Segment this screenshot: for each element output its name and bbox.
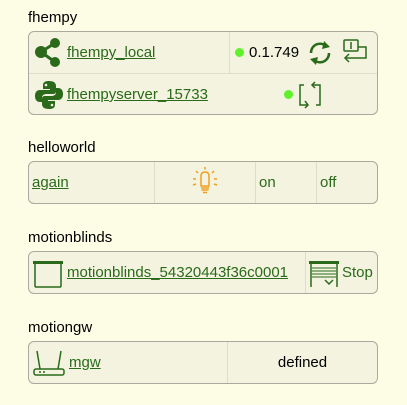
fhempyserver-status-cell xyxy=(284,74,344,115)
fhempy-local-cell: fhempy_local xyxy=(29,32,229,73)
motionblinds-link-cell: motionblinds_54320443f36c0001 xyxy=(29,252,305,293)
restart-icon[interactable] xyxy=(294,79,326,111)
fhempyserver-cell: fhempyserver_15733 xyxy=(29,74,249,115)
helloworld-panel: again on off xyxy=(28,161,378,204)
fhempy-local-link[interactable]: fhempy_local xyxy=(67,44,156,61)
group-title-motionblinds: motionblinds xyxy=(28,229,113,246)
state-label: defined xyxy=(277,354,328,371)
refresh-icon[interactable] xyxy=(305,38,335,68)
motionblinds-link[interactable]: motionblinds_54320443f36c0001 xyxy=(67,264,289,281)
share-network-icon xyxy=(33,37,65,68)
on-command[interactable]: on xyxy=(259,174,276,191)
blinds-closed-icon[interactable] xyxy=(308,258,340,288)
fhempy-panel: fhempy_local 0.1.749 xyxy=(28,31,378,115)
motiongw-link-cell: mgw xyxy=(29,342,227,383)
version-label: 0.1.749 xyxy=(249,44,300,61)
status-dot xyxy=(235,48,244,57)
helloworld-link-cell: again xyxy=(29,162,154,203)
off-command[interactable]: off xyxy=(320,174,337,191)
switch-icon[interactable] xyxy=(337,38,369,68)
motiongw-state-cell: defined xyxy=(228,342,377,383)
status-dot xyxy=(284,90,293,99)
again-link[interactable]: again xyxy=(32,174,69,191)
on-cell: on xyxy=(256,162,316,203)
blinds-icon xyxy=(32,258,64,288)
mgw-link[interactable]: mgw xyxy=(69,354,101,371)
off-cell: off xyxy=(317,162,377,203)
helloworld-icon-cell xyxy=(155,162,255,203)
fhempyserver-link[interactable]: fhempyserver_15733 xyxy=(67,86,208,103)
motionblinds-panel: motionblinds_54320443f36c0001 Stop xyxy=(28,251,378,294)
fhempy-local-status-cell: 0.1.749 xyxy=(235,32,375,73)
stop-command[interactable]: Stop xyxy=(342,264,373,281)
light-bulb-icon[interactable] xyxy=(189,166,221,199)
router-icon xyxy=(32,348,66,378)
group-title-fhempy: fhempy xyxy=(28,9,78,26)
python-logo-icon xyxy=(33,79,65,111)
group-title-helloworld: helloworld xyxy=(28,139,96,156)
group-title-motiongw: motiongw xyxy=(28,319,93,336)
motionblinds-stop-cell: Stop xyxy=(306,252,378,293)
motiongw-panel: mgw defined xyxy=(28,341,378,384)
